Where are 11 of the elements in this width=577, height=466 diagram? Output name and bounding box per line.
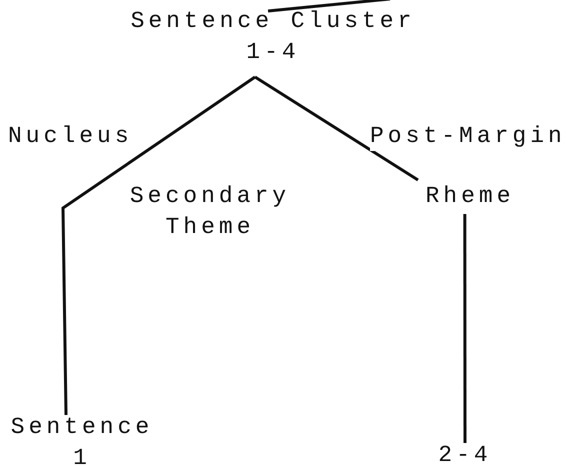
node-text: Rheme [424,182,516,211]
node-text: Sentence [10,413,154,442]
node-text: 1-4 [245,38,301,67]
node-text: Sentence Cluster [130,7,416,36]
node-text: 2-4 [437,441,493,466]
tree-branch-line [254,76,419,182]
branch-label: Secondary Theme [128,182,292,242]
tree-branch-line [463,214,466,443]
tree-branch-line [61,76,256,416]
tree-branch-line [268,0,390,12]
node-text: 1 [72,444,92,466]
